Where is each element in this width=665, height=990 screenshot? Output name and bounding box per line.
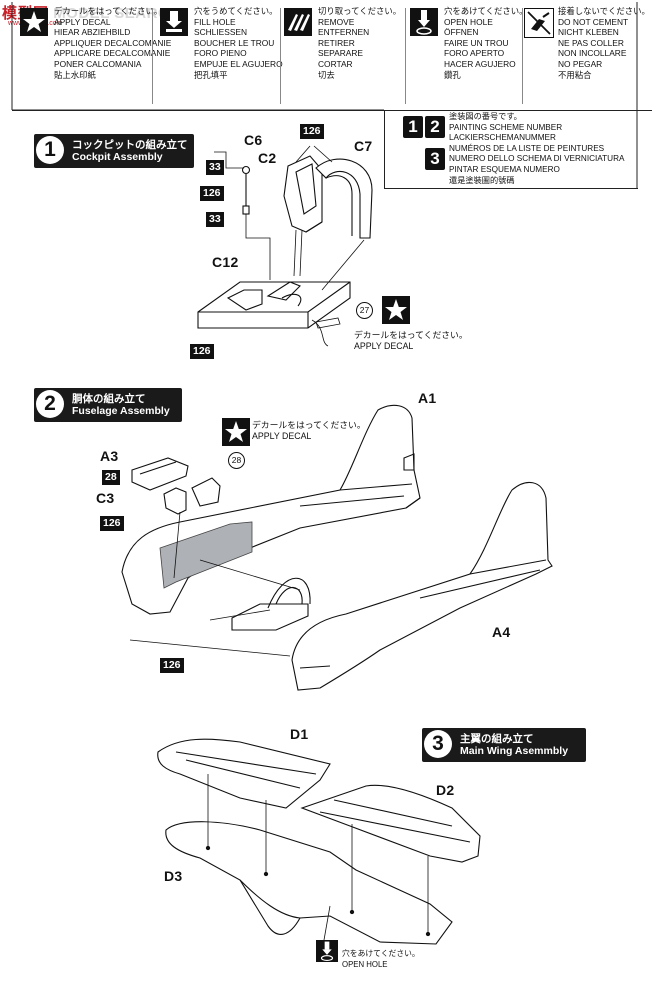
step-title-en: Fuselage Assembly: [72, 405, 170, 417]
paint-color-badge: 126: [300, 124, 324, 139]
scheme-number: 1: [403, 116, 423, 138]
open-hole-icon: [316, 940, 338, 962]
fuselage-right-a4: [291, 481, 553, 691]
star-decal-icon: [20, 8, 48, 36]
paint-color-badge: 33: [206, 212, 224, 227]
label-c2: C2: [258, 150, 277, 166]
part-a3: [131, 457, 189, 491]
step-number: 2: [36, 390, 64, 418]
paint-color-badge: 126: [160, 658, 184, 673]
wing-upper-d2: [300, 784, 481, 863]
label-d2: D2: [436, 782, 455, 798]
scheme-text: 塗装図の番号です。 PAINTING SCHEME NUMBER LACKIER…: [449, 112, 625, 185]
paint-color-badge: 28: [102, 470, 120, 485]
legend-text: 穴をうめてください。 FILL HOLE SCHLIESSEN BOUCHER …: [194, 6, 283, 80]
legend-text: 穴をあけてください。 OPEN HOLE ÖFFNEN FAIRE UN TRO…: [444, 6, 528, 80]
label-c7: C7: [354, 138, 373, 154]
label-c12: C12: [212, 254, 239, 270]
legend-text: 接着しないでください。 DO NOT CEMENT NICHT KLEBEN N…: [558, 6, 650, 80]
decal-number: 28: [228, 452, 245, 469]
step-title-en: Main Wing Asemmbly: [460, 745, 569, 757]
symbol-legend: デカールをはってください。 APPLY DECAL HIEAR ABZIEHBI…: [12, 2, 652, 111]
step-number: 1: [36, 136, 64, 164]
scheme-number: 3: [425, 148, 445, 170]
painting-scheme-key: 1 2 3 塗装図の番号です。 PAINTING SCHEME NUMBER L…: [384, 110, 638, 189]
cockpit-side-shade: [159, 521, 253, 589]
remove-icon: [284, 8, 312, 36]
label-a1: A1: [418, 390, 437, 406]
paint-color-badge: 126: [190, 344, 214, 359]
legend-fill-hole: 穴をうめてください。 FILL HOLE SCHLIESSEN BOUCHER …: [160, 6, 283, 106]
star-decal-icon: [382, 296, 410, 324]
step-1-header: 1 コックピットの組み立て Cockpit Assembly: [34, 134, 194, 168]
step-2-header: 2 胴体の組み立て Fuselage Assembly: [34, 388, 182, 422]
legend-remove: 切り取ってください。 REMOVE ENTFERNEN RETIRER SEPA…: [284, 6, 402, 106]
apply-decal-note: デカールをはってください。 APPLY DECAL: [354, 330, 468, 351]
legend-open-hole: 穴をあけてください。 OPEN HOLE ÖFFNEN FAIRE UN TRO…: [410, 6, 528, 106]
label-a3: A3: [100, 448, 119, 464]
cockpit-floor-c12: [197, 281, 351, 329]
label-c3: C3: [96, 490, 115, 506]
label-c6: C6: [244, 132, 263, 148]
fill-hole-icon: [160, 8, 188, 36]
legend-apply-decal: デカールをはってください。 APPLY DECAL HIEAR ABZIEHBI…: [20, 6, 171, 106]
part-c3: [163, 487, 187, 515]
step-title-jp: コックピットの組み立て: [72, 139, 188, 151]
no-cement-icon: [524, 8, 554, 38]
legend-text: デカールをはってください。 APPLY DECAL HIEAR ABZIEHBI…: [54, 6, 172, 80]
open-hole-icon: [410, 8, 438, 36]
apply-decal-note: デカールをはってください。 APPLY DECAL: [252, 420, 366, 441]
paint-color-badge: 126: [100, 516, 124, 531]
watermark-brand-en: MODEL SEARCH: [53, 5, 181, 22]
step-title-jp: 胴体の組み立て: [72, 393, 146, 405]
label-d1: D1: [290, 726, 309, 742]
control-stick-c6: [241, 165, 251, 175]
star-decal-icon: [222, 418, 250, 446]
scheme-number: 2: [425, 116, 445, 138]
step-title-en: Cockpit Assembly: [72, 151, 163, 163]
open-hole-note: 穴をあけてください。 OPEN HOLE: [342, 949, 420, 969]
label-d3: D3: [164, 868, 183, 884]
paint-color-badge: 33: [206, 160, 224, 175]
label-a4: A4: [492, 624, 511, 640]
decal-number: 27: [356, 302, 373, 319]
step-number: 3: [424, 730, 452, 758]
frame-c7: [315, 158, 373, 239]
step-3-header: 3 主翼の組み立て Main Wing Asemmbly: [422, 728, 586, 762]
paint-color-badge: 126: [200, 186, 224, 201]
step-title-jp: 主翼の組み立て: [460, 733, 534, 745]
wing-upper-d1: [157, 738, 331, 809]
legend-text: 切り取ってください。 REMOVE ENTFERNEN RETIRER SEPA…: [318, 6, 402, 80]
legend-no-cement: 接着しないでください。 DO NOT CEMENT NICHT KLEBEN N…: [524, 6, 654, 106]
